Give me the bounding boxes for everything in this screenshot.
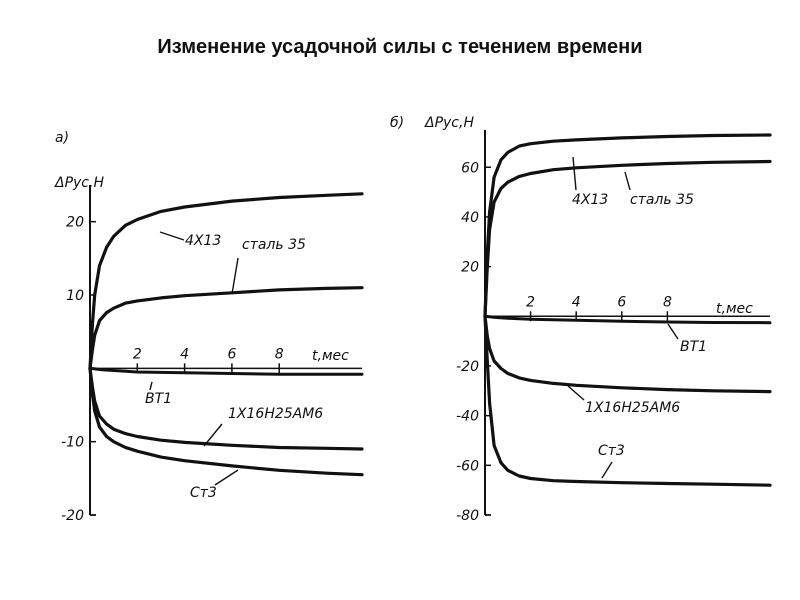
series-leader-line xyxy=(667,323,679,340)
series-line xyxy=(483,159,772,318)
series-line xyxy=(88,366,364,451)
series-line xyxy=(483,314,772,394)
series-label: 4Х13 xyxy=(572,192,608,208)
series-line xyxy=(88,366,364,376)
x-tick-label: 8 xyxy=(663,294,672,310)
x-tick-label: 4 xyxy=(180,346,189,362)
y-axis-label: ΔPус,Н xyxy=(424,115,474,131)
x-tick-label: 6 xyxy=(227,346,236,362)
y-tick-label: -40 xyxy=(456,409,479,425)
series-leader-line xyxy=(601,461,613,479)
series-label: ВТ1 xyxy=(680,339,707,355)
series-leader-line xyxy=(572,156,577,191)
series-label: сталь 35 xyxy=(630,192,694,208)
y-tick-label: 20 xyxy=(461,260,479,276)
page-title: Изменение усадочной силы с течением врем… xyxy=(157,36,643,58)
y-tick-label: -10 xyxy=(61,435,84,451)
series-label: ВТ1 xyxy=(145,391,172,407)
series-line xyxy=(88,286,364,370)
series-label: Ст3 xyxy=(190,485,217,501)
x-tick-label: 6 xyxy=(617,294,626,310)
series-line xyxy=(483,133,772,318)
series-leader-line xyxy=(149,381,153,391)
series-label: сталь 35 xyxy=(242,237,306,253)
y-tick-label: 20 xyxy=(66,215,84,231)
series-leader-line xyxy=(231,257,239,295)
series-leader-line xyxy=(159,231,185,241)
y-tick-label: -20 xyxy=(61,508,84,524)
series-label: 1Х16Н25АМ6 xyxy=(228,406,323,422)
series-leader-line xyxy=(203,423,223,447)
y-tick-label: -60 xyxy=(456,458,479,474)
series-line xyxy=(88,366,364,477)
x-tick-label: 8 xyxy=(275,346,284,362)
series-label: Ст3 xyxy=(598,443,625,459)
series-leader-line xyxy=(567,385,585,401)
y-tick-label: 60 xyxy=(461,160,479,176)
series-label: 4Х13 xyxy=(185,233,221,249)
series-leader-line xyxy=(214,469,239,486)
series-leader-line xyxy=(624,171,631,191)
panel-label: б) xyxy=(390,115,404,131)
x-tick-label: 2 xyxy=(133,346,142,362)
y-tick-label: 10 xyxy=(66,288,84,304)
y-tick-label: 40 xyxy=(461,210,479,226)
y-axis-label: ΔPус,Н xyxy=(54,175,104,191)
series-line xyxy=(483,314,772,325)
x-axis-label: t,мес xyxy=(716,301,753,317)
x-axis-label: t,мес xyxy=(312,348,349,364)
x-tick-label: 4 xyxy=(572,294,581,310)
y-tick-label: -80 xyxy=(456,508,479,524)
x-tick-label: 2 xyxy=(526,294,535,310)
series-label: 1Х16Н25АМ6 xyxy=(585,400,680,416)
series-line xyxy=(483,314,772,487)
chart-panel-b: 60 40 20 -20 -40 -60 -80 2 4 6 8 ΔPус,Н t,мес б) 4Х13 с… xyxy=(390,115,772,524)
chart-panel-a: 20 10 -10 -20 2 4 6 8 ΔPус,Н t,мес a) 4Х13 сталь 35 В… xyxy=(54,130,364,524)
series-line xyxy=(88,192,364,370)
y-tick-label: -20 xyxy=(456,359,479,375)
panel-label: a) xyxy=(55,130,69,146)
